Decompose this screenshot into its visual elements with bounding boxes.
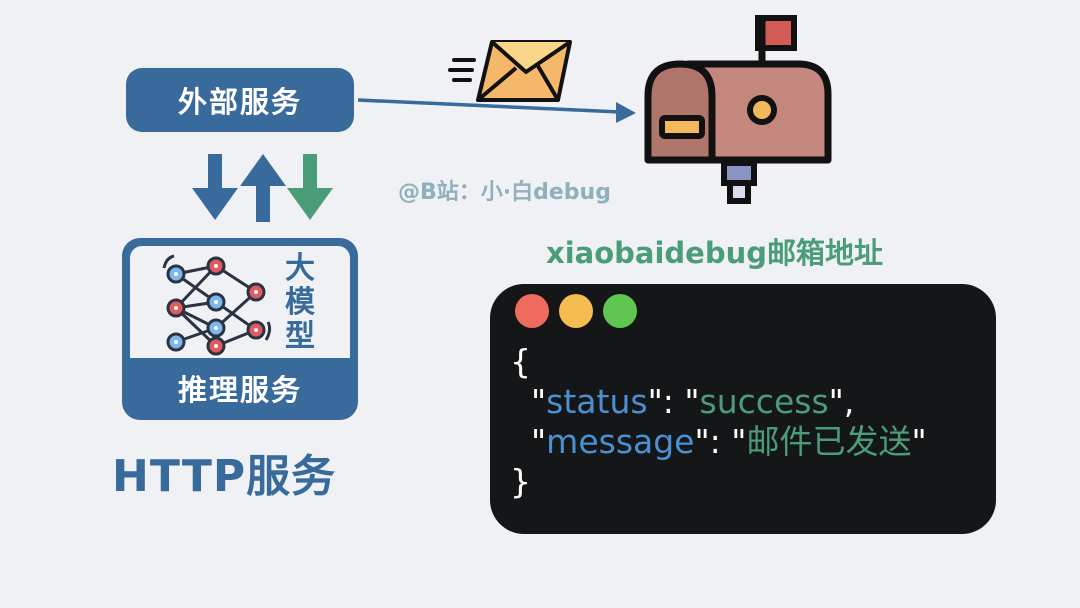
watermark: @B站：小·白debug — [398, 180, 611, 205]
external-service-box: 外部服务 — [126, 68, 354, 132]
neural-network-icon — [162, 254, 272, 356]
json-value: success — [699, 382, 829, 421]
maximize-dot-icon — [603, 294, 637, 328]
llm-inference-card: 大 模 型 推理服务 — [122, 238, 358, 420]
json-comma: , — [843, 382, 855, 421]
envelope-icon — [448, 40, 572, 102]
http-service-caption: HTTP服务 — [112, 451, 337, 502]
arrow-down-blue-icon — [192, 154, 238, 220]
llm-title-char: 模 — [285, 285, 315, 320]
llm-title: 大 模 型 — [280, 252, 320, 354]
mailbox-icon — [644, 15, 832, 204]
bidirectional-arrows-icon — [192, 154, 333, 222]
json-line-message: "message": "邮件已发送" — [510, 422, 927, 461]
open-brace: { — [510, 342, 531, 381]
minimize-dot-icon — [559, 294, 593, 328]
response-terminal: { "status": "success", "message": "邮件已发送… — [490, 284, 996, 534]
external-service-label: 外部服务 — [177, 85, 302, 119]
send-arrow-icon — [357, 98, 636, 123]
json-key: message — [546, 422, 695, 461]
mailbox-address-caption: xiaobaidebug邮箱地址 — [546, 236, 883, 270]
close-dot-icon — [515, 294, 549, 328]
arrow-down-green-icon — [287, 154, 333, 220]
json-response: { "status": "success", "message": "邮件已发送… — [510, 342, 927, 502]
llm-title-char: 型 — [285, 319, 315, 354]
llm-card-inner: 大 模 型 — [130, 246, 350, 358]
close-brace: } — [510, 462, 531, 501]
json-key: status — [546, 382, 648, 421]
json-value: 邮件已发送 — [746, 422, 912, 461]
inference-service-label: 推理服务 — [177, 373, 302, 407]
arrow-up-blue-icon — [240, 154, 286, 222]
llm-title-char: 大 — [285, 251, 315, 286]
json-line-status: "status": "success", — [510, 382, 855, 421]
